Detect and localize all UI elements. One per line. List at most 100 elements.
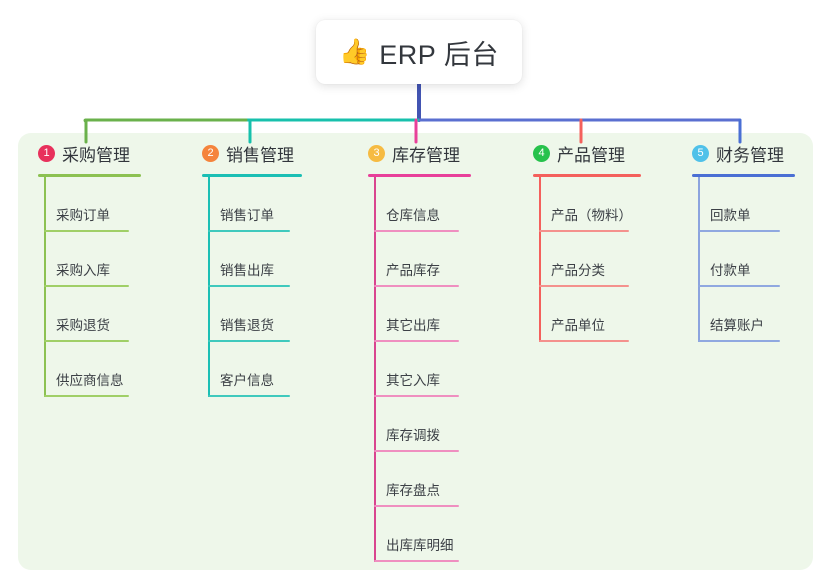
branch-title-1: 采购管理 <box>62 145 130 165</box>
leaf-rule <box>374 450 459 452</box>
branch-spine-1 <box>44 177 46 397</box>
root-node[interactable]: 👍 ERP 后台 <box>316 20 522 84</box>
leaf-rule <box>698 230 780 232</box>
leaf-label: 付款单 <box>710 263 751 278</box>
leaf-rule <box>539 285 629 287</box>
branches-panel <box>18 133 813 570</box>
leaf-rule <box>374 230 459 232</box>
connector-branch-1 <box>83 118 248 124</box>
branch-column-2: 2 销售管理销售订单销售出库销售退货客户信息 <box>182 133 348 570</box>
branch-spine-4 <box>539 177 541 342</box>
branch-header-rule-3 <box>368 174 471 177</box>
branch-column-1: 1 采购管理采购订单采购入库采购退货供应商信息 <box>18 133 182 570</box>
leaf-label: 销售出库 <box>220 263 274 278</box>
leaf-rule <box>208 340 290 342</box>
leaf-label: 采购入库 <box>56 263 110 278</box>
leaf-label: 出库库明细 <box>386 538 454 553</box>
leaf-label: 销售订单 <box>220 208 274 223</box>
leaf-rule <box>44 285 129 287</box>
branch-header-rule-1 <box>38 174 141 177</box>
leaf-item[interactable]: 库存调拨 <box>348 397 513 452</box>
leaf-item[interactable]: 回款单 <box>672 177 813 232</box>
leaf-rule <box>374 560 459 562</box>
leaf-list-1: 采购订单采购入库采购退货供应商信息 <box>18 177 182 397</box>
leaf-item[interactable]: 库存盘点 <box>348 452 513 507</box>
branch-header-5[interactable]: 5 财务管理 <box>672 133 813 173</box>
branch-title-4: 产品管理 <box>557 145 625 165</box>
branch-header-rule-5 <box>692 174 795 177</box>
leaf-label: 采购订单 <box>56 208 110 223</box>
leaf-label: 库存盘点 <box>386 483 440 498</box>
leaf-rule <box>374 285 459 287</box>
leaf-label: 销售退货 <box>220 318 274 333</box>
leaf-rule <box>44 230 129 232</box>
leaf-rule <box>208 395 290 397</box>
branch-spine-5 <box>698 177 700 342</box>
leaf-item[interactable]: 采购入库 <box>18 232 182 287</box>
leaf-list-3: 仓库信息产品库存其它出库其它入库库存调拨库存盘点出库库明细 <box>348 177 513 562</box>
leaf-item[interactable]: 结算账户 <box>672 287 813 342</box>
branch-title-2: 销售管理 <box>226 145 294 165</box>
branch-badge-3: 3 <box>368 144 385 162</box>
leaf-label: 结算账户 <box>710 318 764 333</box>
leaf-label: 客户信息 <box>220 373 274 388</box>
leaf-label: 库存调拨 <box>386 428 440 443</box>
branch-header-4[interactable]: 4 产品管理 <box>513 133 672 173</box>
leaf-item[interactable]: 供应商信息 <box>18 342 182 397</box>
branch-columns: 1 采购管理采购订单采购入库采购退货供应商信息 2 销售管理销售订单销售出库销售退货客… <box>18 133 813 570</box>
leaf-rule <box>44 340 129 342</box>
branch-badge-5: 5 <box>692 144 709 162</box>
branch-header-rule-2 <box>202 174 302 177</box>
leaf-rule <box>698 340 780 342</box>
leaf-list-4: 产品（物料） 产品分类产品单位 <box>513 177 672 342</box>
branch-badge-1: 1 <box>38 144 55 162</box>
leaf-item[interactable]: 付款单 <box>672 232 813 287</box>
leaf-label: 产品单位 <box>551 318 605 333</box>
leaf-label: 其它入库 <box>386 373 440 388</box>
leaf-item[interactable]: 采购订单 <box>18 177 182 232</box>
branch-header-1[interactable]: 1 采购管理 <box>18 133 182 173</box>
leaf-rule <box>208 285 290 287</box>
leaf-label: 其它出库 <box>386 318 440 333</box>
branch-column-5: 5 财务管理回款单付款单结算账户 <box>672 133 813 570</box>
thumbs-up-icon: 👍 <box>339 37 371 66</box>
leaf-label: 供应商信息 <box>56 373 124 388</box>
leaf-item[interactable]: 采购退货 <box>18 287 182 342</box>
branch-title-5: 财务管理 <box>716 145 784 165</box>
leaf-rule <box>374 505 459 507</box>
leaf-item[interactable]: 其它出库 <box>348 287 513 342</box>
leaf-item[interactable]: 产品库存 <box>348 232 513 287</box>
leaf-item[interactable]: 销售退货 <box>182 287 348 342</box>
leaf-label: 产品库存 <box>386 263 440 278</box>
leaf-rule <box>698 285 780 287</box>
leaf-label: 产品分类 <box>551 263 605 278</box>
leaf-rule <box>208 230 290 232</box>
leaf-label: 采购退货 <box>56 318 110 333</box>
leaf-item[interactable]: 仓库信息 <box>348 177 513 232</box>
leaf-rule <box>539 340 629 342</box>
leaf-item[interactable]: 出库库明细 <box>348 507 513 562</box>
branch-header-2[interactable]: 2 销售管理 <box>182 133 348 173</box>
branch-badge-4: 4 <box>533 144 550 162</box>
leaf-item[interactable]: 销售订单 <box>182 177 348 232</box>
leaf-item[interactable]: 产品分类 <box>513 232 672 287</box>
branch-header-rule-4 <box>533 174 641 177</box>
leaf-item[interactable]: 客户信息 <box>182 342 348 397</box>
leaf-list-5: 回款单付款单结算账户 <box>672 177 813 342</box>
leaf-item[interactable]: 产品（物料） <box>513 177 672 232</box>
leaf-label: 仓库信息 <box>386 208 440 223</box>
leaf-item[interactable]: 其它入库 <box>348 342 513 397</box>
leaf-rule <box>44 395 129 397</box>
leaf-label: 回款单 <box>710 208 751 223</box>
leaf-list-2: 销售订单销售出库销售退货客户信息 <box>182 177 348 397</box>
branch-badge-2: 2 <box>202 144 219 162</box>
leaf-item[interactable]: 产品单位 <box>513 287 672 342</box>
branch-spine-3 <box>374 177 376 562</box>
leaf-rule <box>374 340 459 342</box>
leaf-label: 产品（物料） <box>551 208 632 223</box>
leaf-item[interactable]: 销售出库 <box>182 232 348 287</box>
leaf-rule <box>539 230 629 232</box>
root-title: ERP 后台 <box>379 39 499 70</box>
